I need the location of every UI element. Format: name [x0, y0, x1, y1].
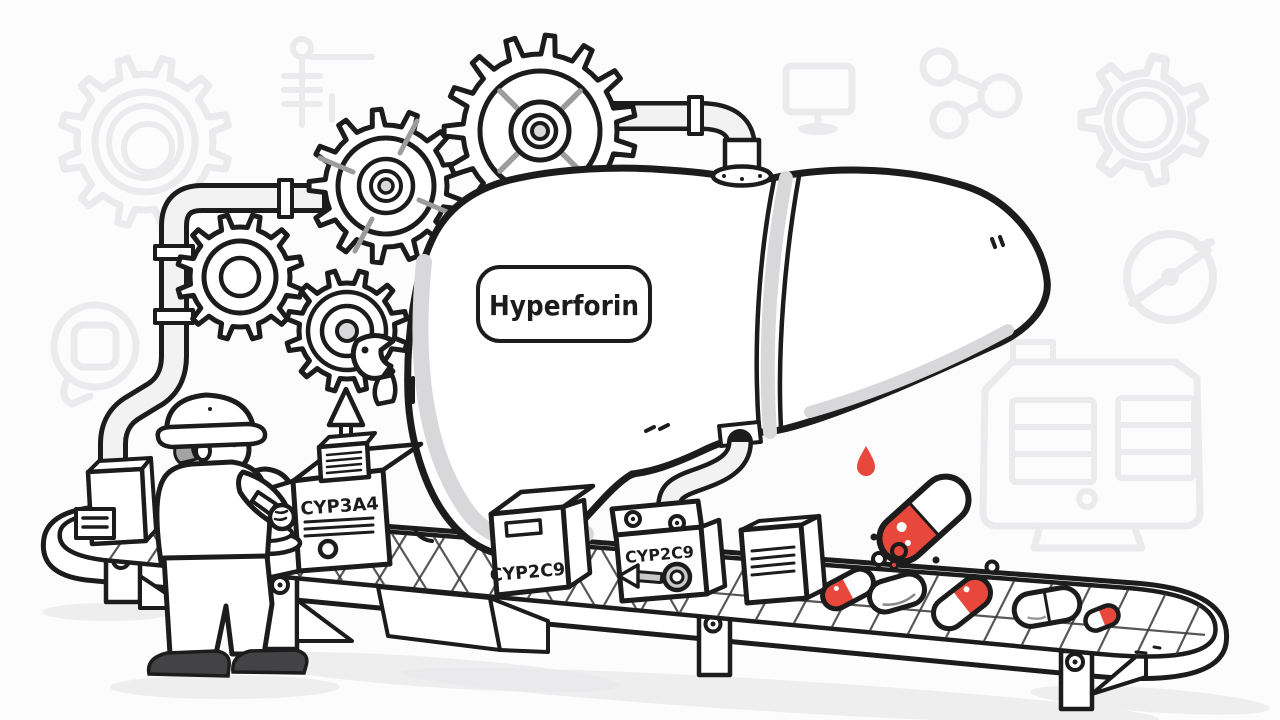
map-pin-watermark-icon — [50, 301, 140, 408]
capsule-pill-1 — [820, 566, 876, 612]
gear-middle-icon — [306, 106, 465, 266]
vent-box-plain — [738, 513, 828, 606]
cyp2c9-machine: CYP2C9 — [609, 419, 763, 604]
gear-small-left-icon — [175, 212, 305, 342]
worker-pants — [161, 553, 275, 657]
capsule-large — [876, 473, 972, 565]
tablet-pill — [866, 571, 928, 615]
worker-shoe-right — [231, 648, 309, 675]
worker-hand — [267, 502, 297, 532]
blood-drop-icon — [857, 446, 875, 476]
share-nodes-watermark-icon — [919, 47, 1023, 140]
settings-gear-watermark-icon — [1077, 52, 1210, 188]
worker-arm — [236, 469, 297, 532]
generator-panel-watermark-icon — [979, 339, 1204, 552]
liver-illustration: Hyperforin — [404, 137, 1051, 560]
capsule-pill-2 — [930, 574, 994, 632]
worker-figure — [146, 392, 309, 678]
left-intake-machine — [74, 456, 158, 547]
signal-pole-watermark-icon — [281, 36, 375, 128]
capsule-drip — [890, 542, 908, 560]
vent-box-small — [316, 431, 377, 484]
hyperforin-label-text: Hyperforin — [489, 289, 639, 322]
worker-shoe-left — [146, 649, 231, 678]
reset-arrow-icon — [617, 561, 693, 593]
compass-watermark-icon — [1123, 230, 1217, 324]
pill-output — [820, 446, 1121, 633]
belt-skirt-panel — [376, 585, 550, 654]
hard-hat — [155, 392, 268, 450]
background-watermarks — [50, 36, 1217, 552]
cyp2c9-box: CYP2C9 — [488, 483, 596, 598]
signpost-watermark-icon — [782, 62, 856, 135]
capsule-pill-small — [1083, 603, 1121, 633]
capsule-white — [1011, 585, 1083, 629]
gear-train — [175, 32, 638, 441]
hyperforin-label: Hyperforin — [476, 265, 652, 343]
wrench-icon — [350, 333, 398, 407]
liver-pipe-flange — [710, 137, 774, 188]
funnel-icon — [326, 386, 366, 441]
